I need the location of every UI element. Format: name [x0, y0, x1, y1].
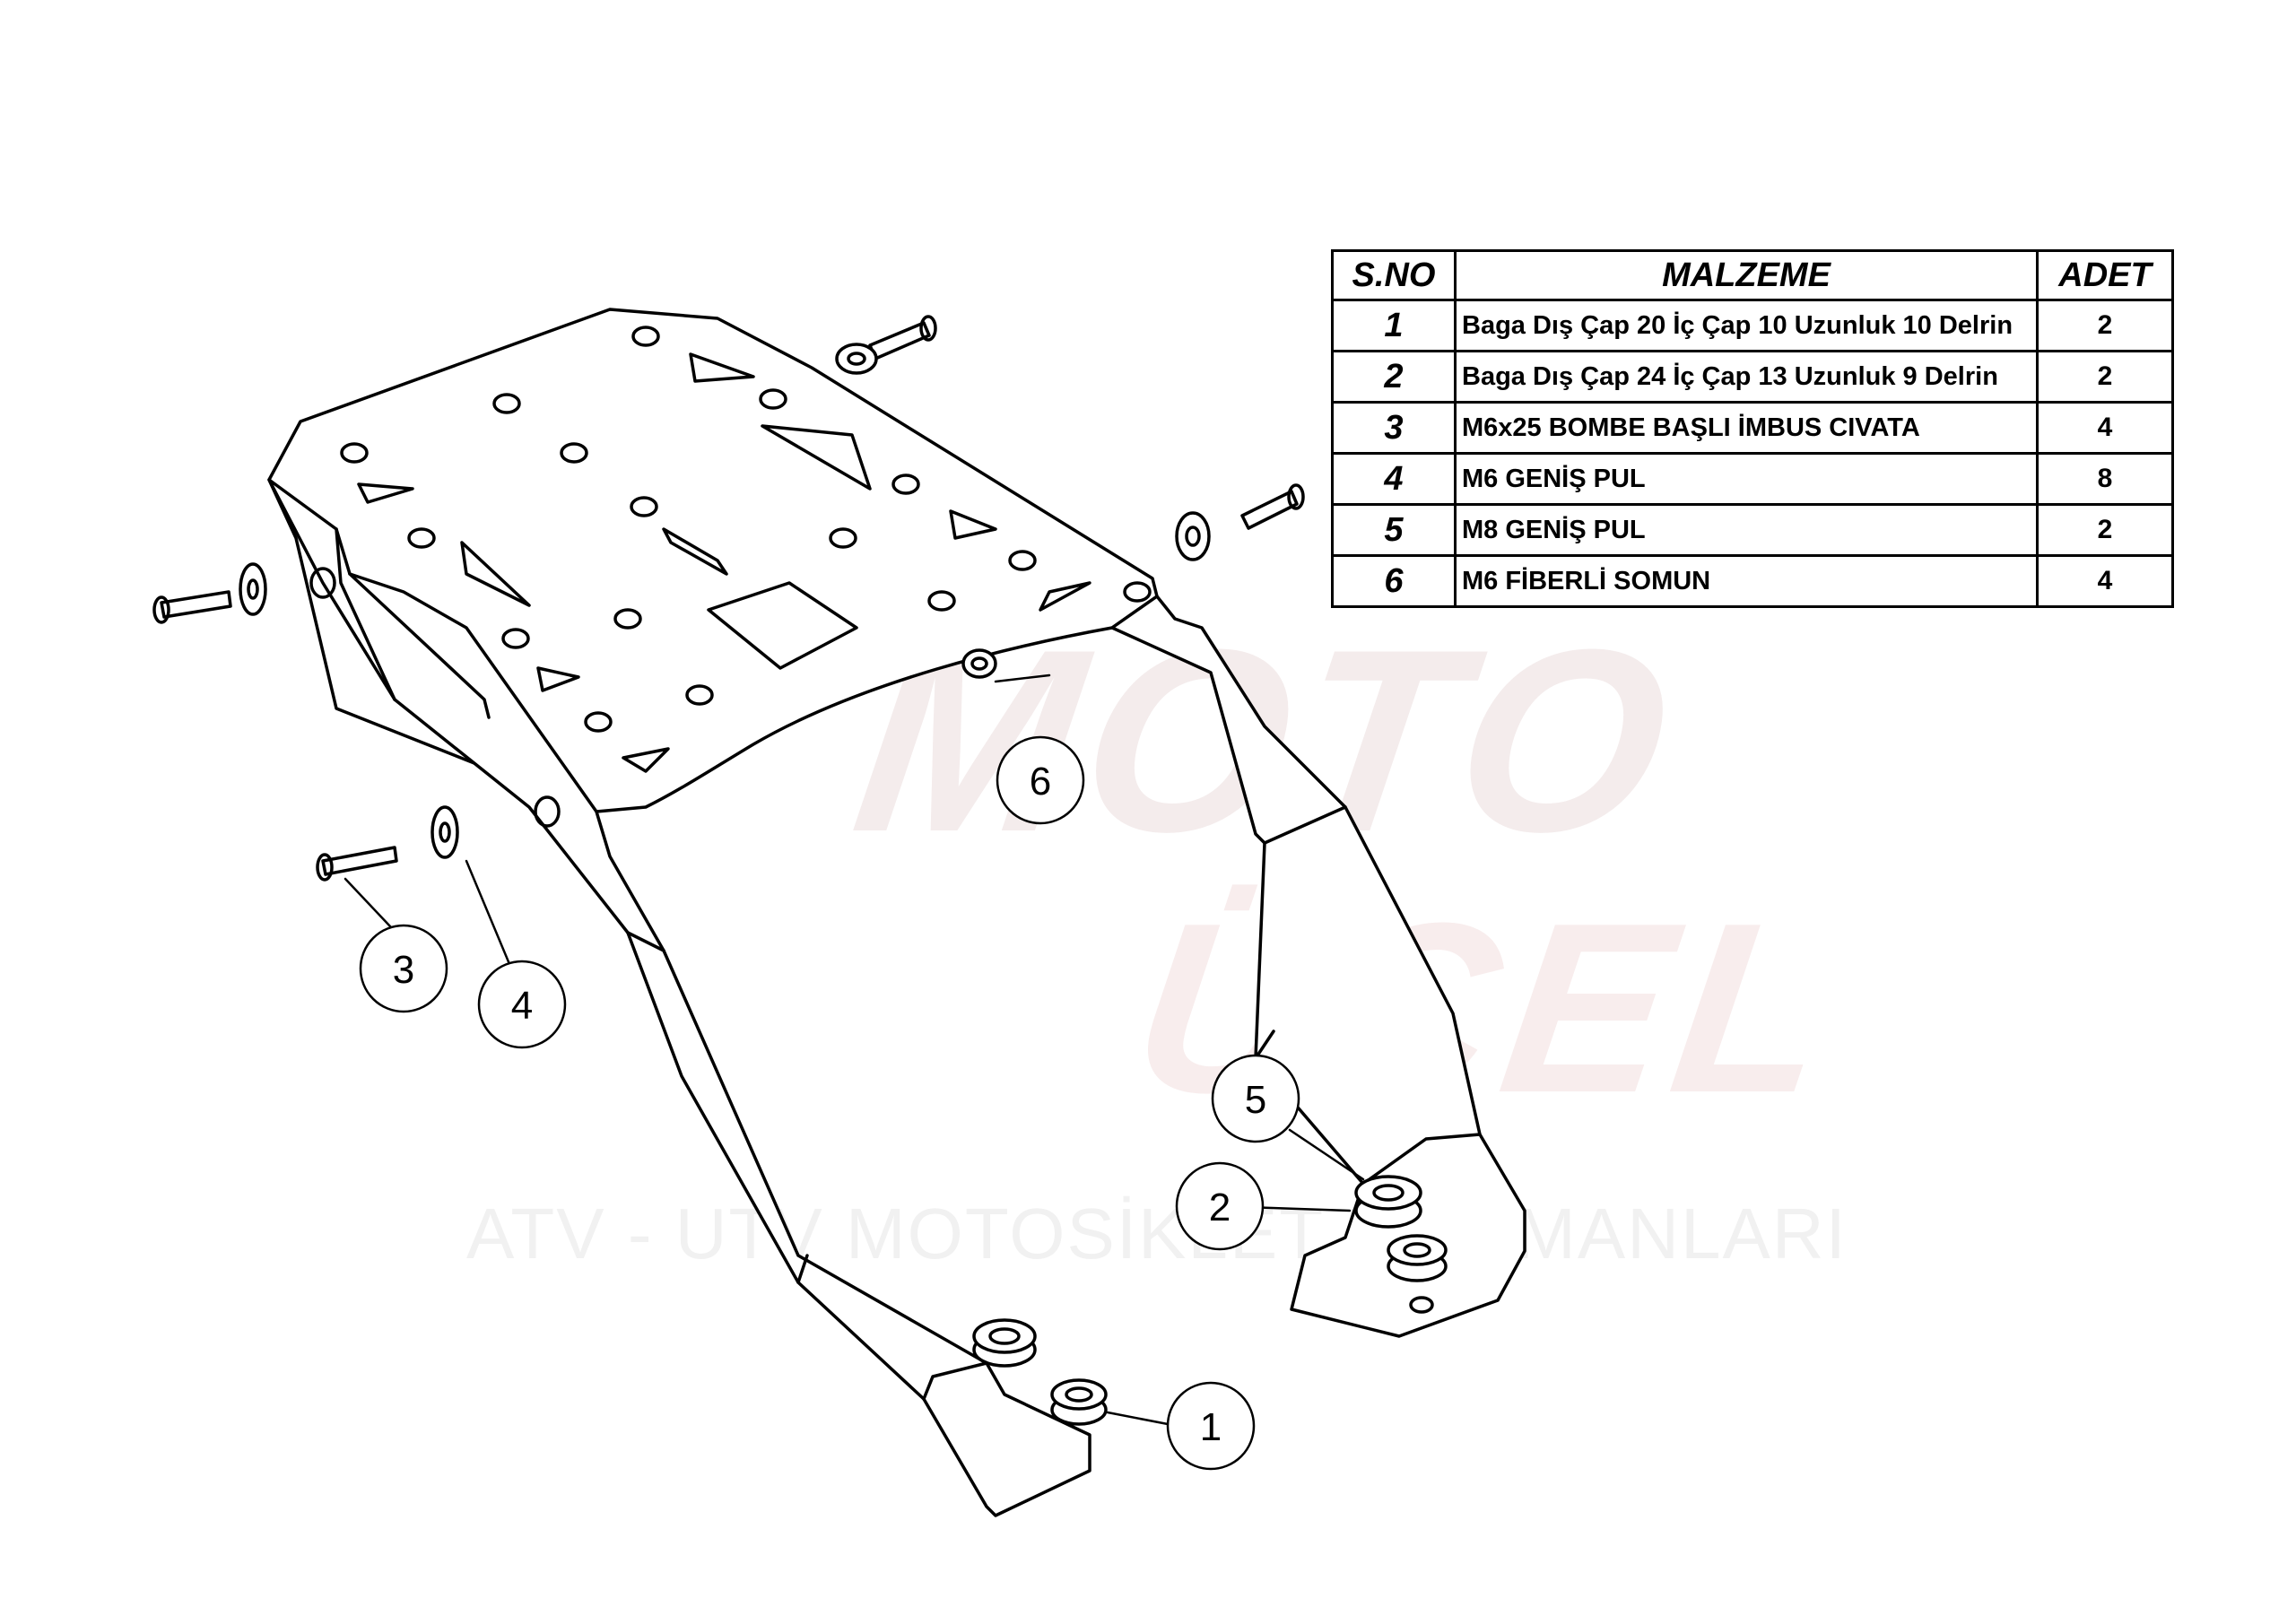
balloon-4: 4 [477, 960, 567, 1049]
bill-of-materials-table: S.NO MALZEME ADET 1 Baga Dış Çap 20 İç Ç… [1331, 249, 2174, 608]
row-sno: 5 [1331, 503, 1457, 557]
header-qty: ADET [2036, 249, 2174, 301]
row-item: M8 GENİŞ PUL [1454, 503, 2039, 557]
table-row: 5 M8 GENİŞ PUL 2 [1331, 503, 2174, 557]
rack-top-plate [267, 308, 1159, 813]
bushing-group-left [972, 1318, 1108, 1426]
svg-text:4: 4 [511, 984, 533, 1028]
table-row: 2 Baga Dış Çap 24 İç Çap 13 Uzunluk 9 De… [1331, 350, 2174, 404]
row-qty: 8 [2036, 452, 2174, 506]
bolt-left [152, 562, 267, 624]
table-row: 6 M6 FİBERLİ SOMUN 4 [1331, 554, 2174, 608]
header-sno: S.NO [1331, 249, 1457, 301]
balloon-3: 3 [359, 924, 448, 1013]
balloon-5: 5 [1211, 1054, 1300, 1143]
row-sno: 4 [1331, 452, 1457, 506]
row-qty: 2 [2036, 503, 2174, 557]
rack-right-bracket [1110, 595, 1526, 1338]
rack-left-bracket [267, 478, 1091, 1517]
row-item: M6x25 BOMBE BAŞLI İMBUS CIVATA [1454, 401, 2039, 455]
balloon-2: 2 [1175, 1161, 1265, 1251]
svg-text:6: 6 [1030, 760, 1051, 804]
svg-text:1: 1 [1200, 1405, 1222, 1449]
table-row: 4 M6 GENİŞ PUL 8 [1331, 452, 2174, 506]
row-qty: 2 [2036, 299, 2174, 352]
header-item: MALZEME [1454, 249, 2039, 301]
bolt-right [1175, 483, 1305, 561]
watermark-tagline: ATV - UTV MOTOSİKLET EKİPMANLARI [466, 1194, 1848, 1273]
svg-text:3: 3 [393, 948, 414, 992]
row-qty: 4 [2036, 554, 2174, 608]
row-item: M6 FİBERLİ SOMUN [1454, 554, 2039, 608]
svg-text:2: 2 [1209, 1186, 1231, 1229]
table-header-row: S.NO MALZEME ADET [1331, 249, 2174, 301]
balloon-1: 1 [1166, 1381, 1256, 1471]
row-item: M6 GENİŞ PUL [1454, 452, 2039, 506]
bushing-group-right [1354, 1175, 1448, 1314]
nut-6 [961, 648, 997, 679]
table-row: 1 Baga Dış Çap 20 İç Çap 10 Uzunluk 10 D… [1331, 299, 2174, 352]
svg-text:5: 5 [1245, 1078, 1266, 1122]
balloon-6: 6 [996, 735, 1085, 825]
row-item: Baga Dış Çap 20 İç Çap 10 Uzunluk 10 Del… [1454, 299, 2039, 352]
row-sno: 6 [1331, 554, 1457, 608]
row-sno: 1 [1331, 299, 1457, 352]
bolt-top [835, 315, 937, 375]
bolt-lower-left [316, 805, 459, 882]
row-sno: 3 [1331, 401, 1457, 455]
leader-lines [344, 673, 1365, 1426]
row-qty: 2 [2036, 350, 2174, 404]
row-qty: 4 [2036, 401, 2174, 455]
table-row: 3 M6x25 BOMBE BAŞLI İMBUS CIVATA 4 [1331, 401, 2174, 455]
row-sno: 2 [1331, 350, 1457, 404]
row-item: Baga Dış Çap 24 İç Çap 13 Uzunluk 9 Delr… [1454, 350, 2039, 404]
